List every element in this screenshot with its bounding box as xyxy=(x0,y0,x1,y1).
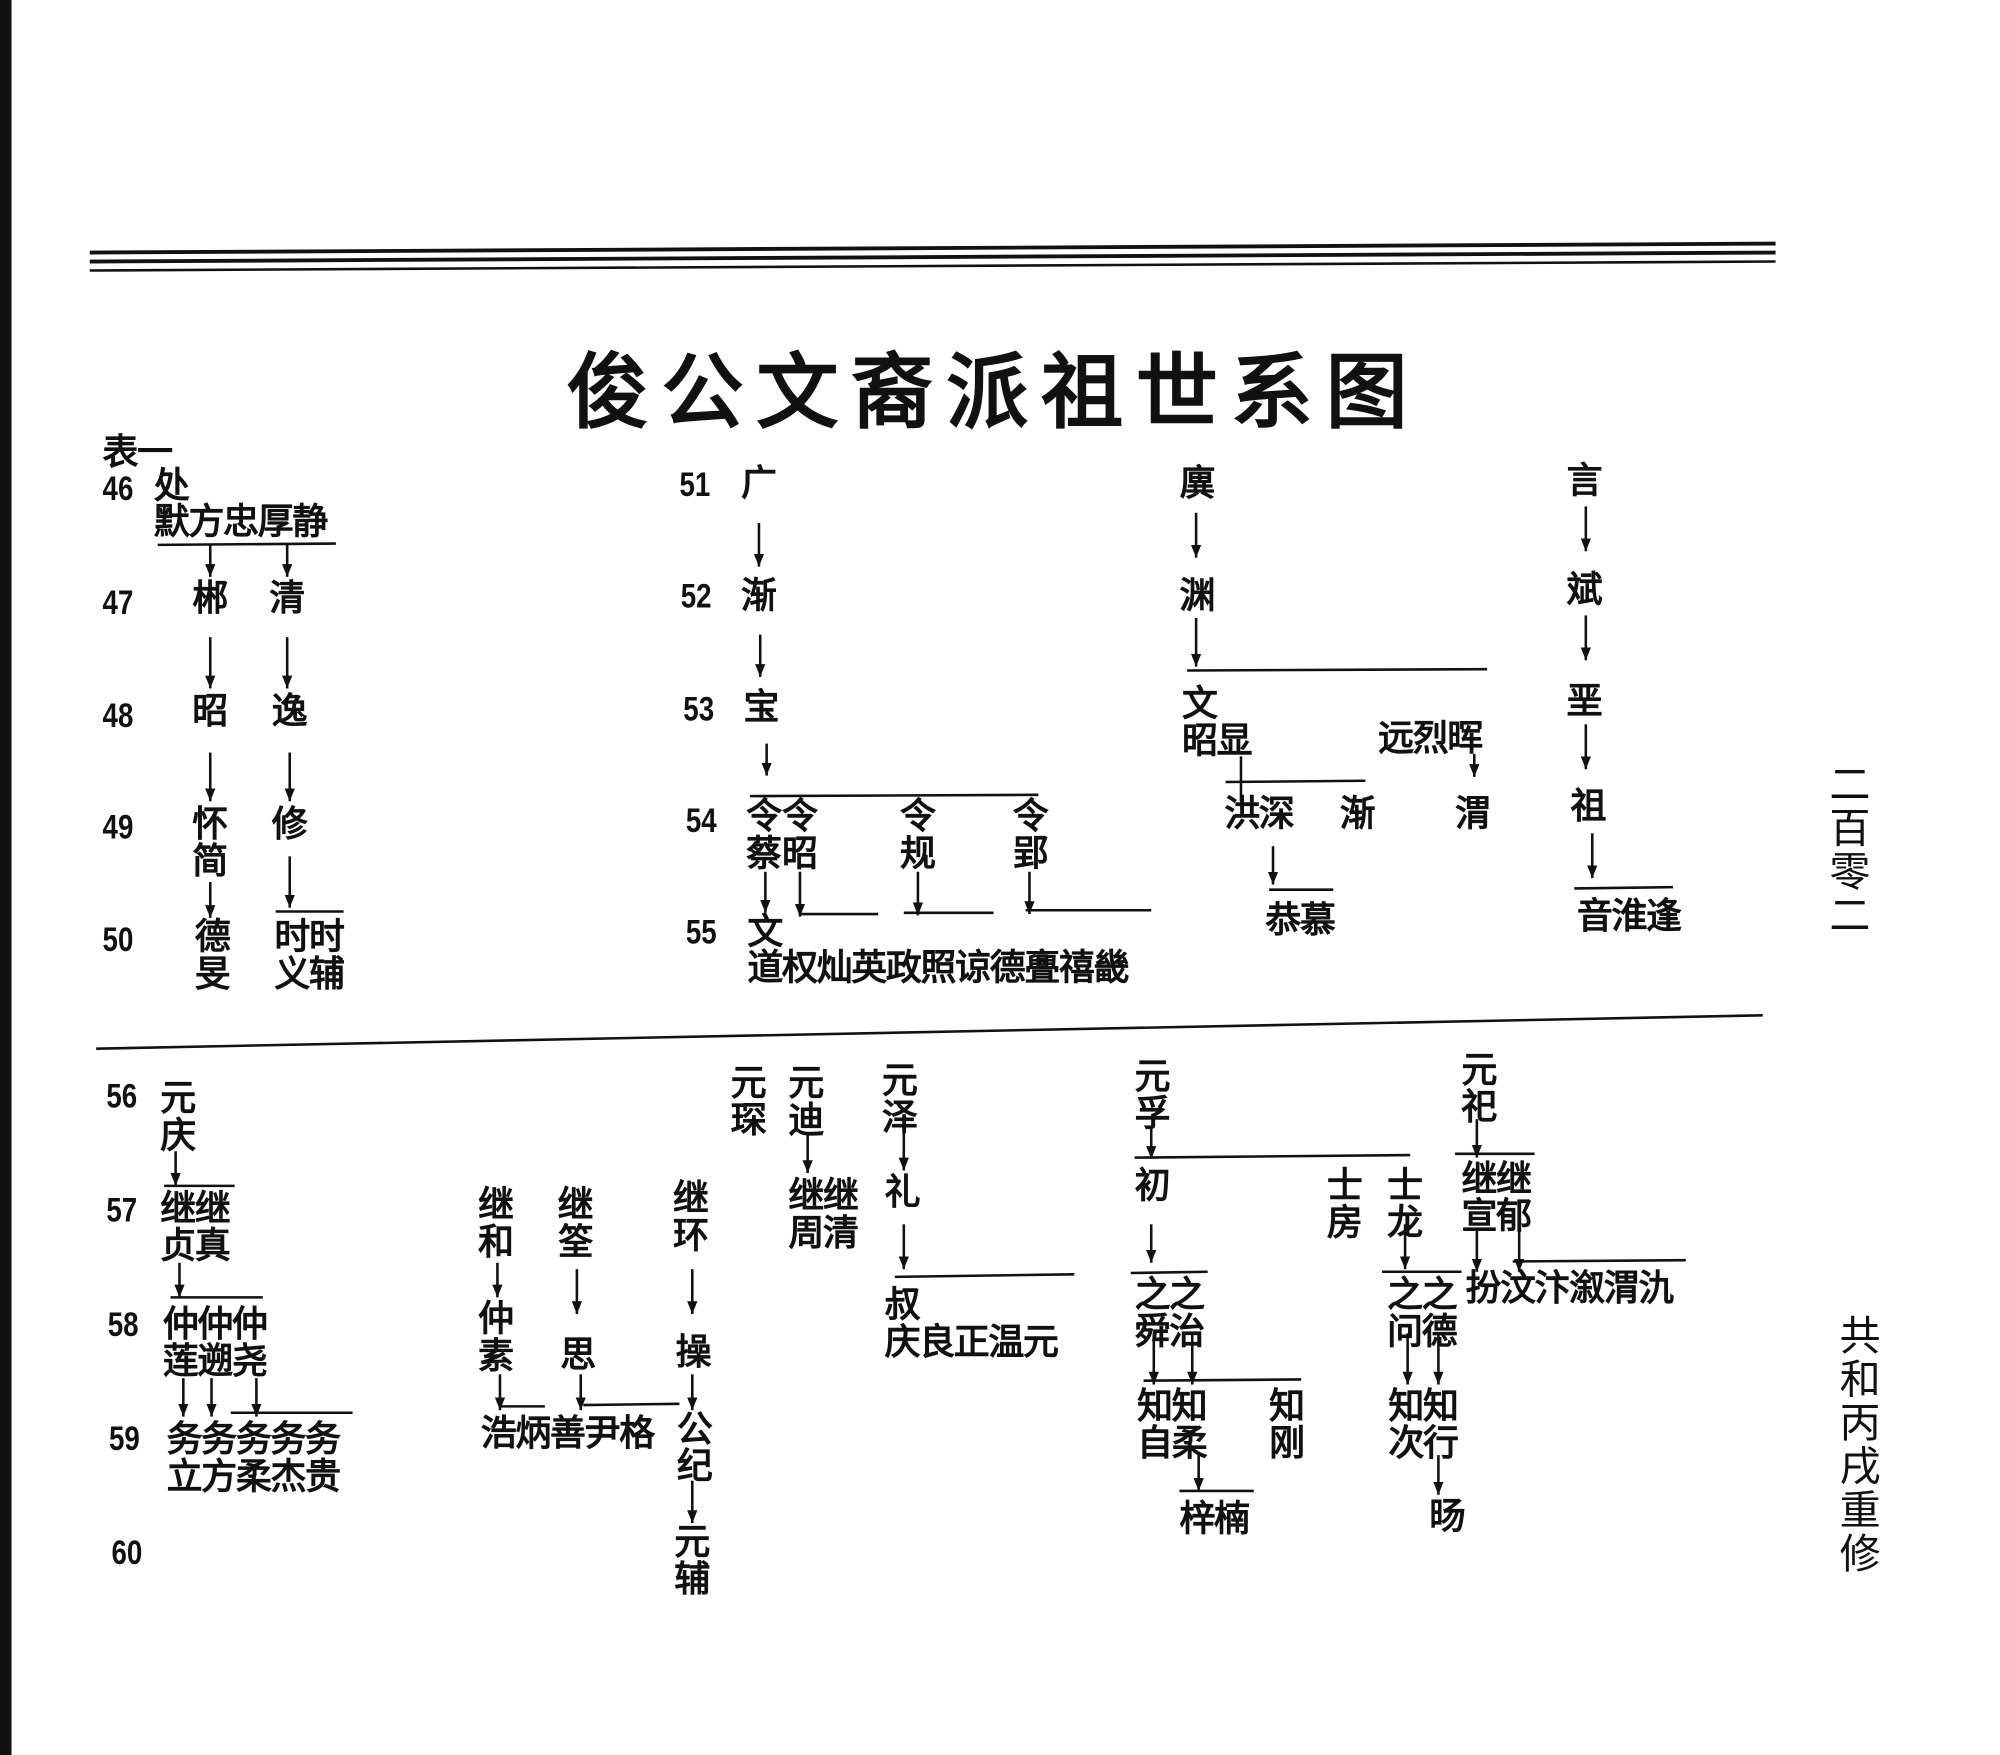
generation-number: 53 xyxy=(683,689,715,729)
generation-number: 58 xyxy=(107,1305,139,1344)
person-node: 元 庆 xyxy=(160,1076,196,1157)
person-node: 知知 次行 xyxy=(1388,1384,1459,1465)
person-node: 浩炳善尹格 xyxy=(480,1411,655,1454)
person-node: 渐 xyxy=(740,574,777,617)
person-node: 处 xyxy=(153,464,190,507)
person-node: 元 祀 xyxy=(1461,1048,1497,1129)
person-node: 德 旻 xyxy=(194,915,231,995)
person-node: 怀 简 xyxy=(192,802,228,883)
generation-number: 48 xyxy=(102,696,134,735)
person-node: 宝 xyxy=(743,685,780,729)
page-number: 二百零二 xyxy=(1829,760,1871,940)
person-node: 昭 xyxy=(192,689,228,733)
person-node: 公 纪 xyxy=(676,1407,713,1488)
person-node: 斌 xyxy=(1566,567,1603,611)
person-node: 渐 xyxy=(1339,792,1376,835)
person-node: 继继 宣郁 xyxy=(1461,1157,1532,1238)
person-node: 扮汶汴溆渭氿 xyxy=(1465,1266,1674,1309)
person-node: 旸 xyxy=(1429,1494,1465,1538)
person-node: 远烈晖 xyxy=(1378,716,1483,759)
generation-number: 56 xyxy=(106,1076,138,1116)
edition-note: 共和丙戌重修 xyxy=(1839,1311,1881,1579)
generation-number: 52 xyxy=(680,576,712,616)
person-node: 文 xyxy=(747,910,783,953)
generation-number: 57 xyxy=(106,1190,138,1230)
person-node: 士 龙 xyxy=(1387,1164,1423,1244)
person-node: 仲仲仲 莲遡尧 xyxy=(162,1302,268,1382)
person-node: 之之 舜治 xyxy=(1134,1273,1206,1353)
person-node: 继继 贞真 xyxy=(160,1187,231,1267)
person-node: 廙 xyxy=(1179,461,1215,504)
person-node: 道权灿英政照谅德亹禧畿 xyxy=(747,946,1129,989)
generation-number: 46 xyxy=(102,469,134,508)
person-node: 令 规 xyxy=(899,794,936,875)
person-node: 默方忠厚静 xyxy=(153,499,328,543)
person-node: 渊 xyxy=(1179,574,1215,617)
person-node: 元 孚 xyxy=(1134,1055,1171,1135)
generation-number: 51 xyxy=(679,465,711,504)
person-node: 祖 xyxy=(1570,784,1606,827)
person-node: 仲 素 xyxy=(478,1297,514,1377)
person-node: 继 和 xyxy=(478,1183,514,1263)
person-node: 元 琛 xyxy=(730,1061,767,1141)
person-node: 士 房 xyxy=(1326,1164,1363,1244)
person-node: 令 郢 xyxy=(1012,794,1049,875)
generation-number: 49 xyxy=(102,807,134,847)
person-node: 垩 xyxy=(1566,679,1603,722)
person-node: 言 xyxy=(1566,458,1603,502)
generation-number: 47 xyxy=(102,583,134,622)
person-node: 之之 问德 xyxy=(1387,1273,1458,1353)
generation-number: 50 xyxy=(102,920,134,959)
person-node: 元 辅 xyxy=(674,1520,710,1600)
person-node: 思 xyxy=(560,1333,596,1376)
person-node: 令 昭 xyxy=(782,794,818,875)
person-node: 清 xyxy=(269,576,305,620)
person-node: 洪深 xyxy=(1224,792,1295,835)
chart-title: 俊公文裔派祖世系图 xyxy=(566,344,1421,442)
generation-number: 59 xyxy=(108,1419,140,1458)
person-node: 初 xyxy=(1134,1164,1171,1207)
person-node: 音淮逢 xyxy=(1576,894,1682,938)
person-node: 逸 xyxy=(271,689,308,733)
person-node: 郴 xyxy=(192,576,228,620)
table-label: 表一 xyxy=(102,430,174,474)
generation-number: 60 xyxy=(111,1533,143,1572)
page-edge xyxy=(0,0,12,1755)
person-node: 渭 xyxy=(1455,792,1491,835)
person-node: 梓楠 xyxy=(1179,1497,1250,1540)
person-node: 继继 周清 xyxy=(788,1174,859,1254)
person-node: 广 xyxy=(740,461,777,504)
person-node: 继 环 xyxy=(673,1176,709,1257)
person-node: 知知 自柔 xyxy=(1137,1384,1208,1465)
person-node: 礼 xyxy=(884,1170,921,1213)
person-node: 知 刚 xyxy=(1269,1384,1305,1465)
person-node: 元 迪 xyxy=(788,1061,824,1141)
person-node: 务务务务务 立方柔杰贵 xyxy=(166,1417,341,1498)
person-node: 时时 义辅 xyxy=(274,915,345,995)
person-node: 元 泽 xyxy=(882,1058,918,1139)
person-node: 继 筌 xyxy=(557,1183,594,1263)
generation-number: 55 xyxy=(685,912,717,952)
person-node: 叔 庆良正温元 xyxy=(884,1283,1059,1363)
person-node: 恭慕 xyxy=(1265,898,1336,941)
person-node: 文 昭显 xyxy=(1182,682,1253,762)
person-node: 操 xyxy=(675,1330,712,1374)
person-node: 修 xyxy=(271,802,308,845)
person-node: 令 蔡 xyxy=(746,794,782,875)
generation-number: 54 xyxy=(685,801,717,840)
